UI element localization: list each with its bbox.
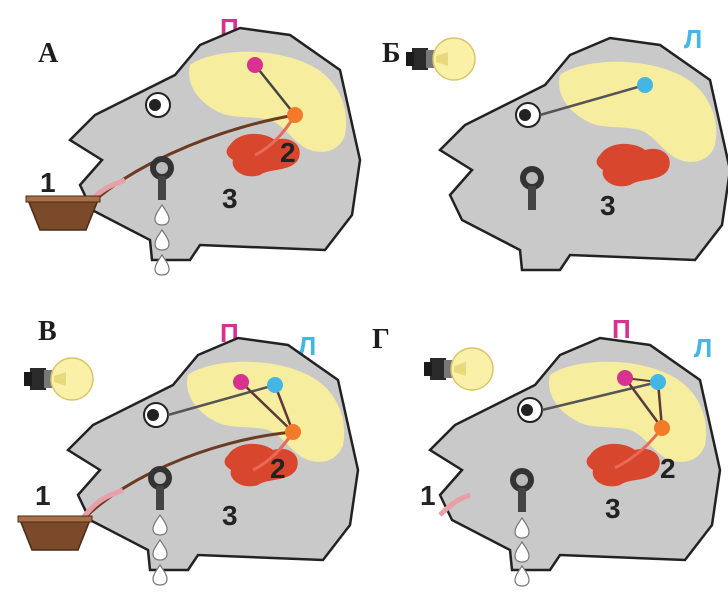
panel-b: Б Л 3 (382, 24, 728, 270)
center-salivation (287, 107, 303, 123)
label-1-v: 1 (35, 480, 51, 511)
center-p (247, 57, 263, 73)
light-bulb-icon (406, 38, 475, 80)
label-3-b: 3 (600, 190, 616, 221)
marker-l-g: Л (694, 333, 712, 363)
label-2-a: 2 (280, 137, 296, 168)
center-l (650, 374, 666, 390)
panel-letter-v: В (38, 316, 57, 347)
label-2-g: 2 (660, 453, 676, 484)
panel-letter-a: А (38, 38, 59, 69)
panel-letter-b: Б (382, 38, 401, 69)
panel-v: В П Л 1 2 3 (18, 316, 358, 585)
label-3-a: 3 (222, 183, 238, 214)
center-p (233, 374, 249, 390)
panel-letter-g: Г (372, 324, 390, 355)
food-bowl-icon (18, 516, 92, 550)
food-bowl-icon (26, 196, 100, 230)
label-2-v: 2 (270, 453, 286, 484)
label-1-a: 1 (40, 167, 56, 198)
light-bulb-icon (24, 358, 93, 400)
eye-icon (518, 398, 542, 422)
panel-g: Г П Л 1 2 3 (372, 314, 720, 586)
center-salivation (654, 420, 670, 436)
eye-icon (516, 103, 540, 127)
label-3-v: 3 (222, 500, 238, 531)
eye-icon (146, 93, 170, 117)
center-l (637, 77, 653, 93)
center-l (267, 377, 283, 393)
marker-l-b: Л (684, 24, 702, 54)
eye-icon (144, 403, 168, 427)
center-p (617, 370, 633, 386)
label-3-g: 3 (605, 493, 621, 524)
panel-a: А П 1 2 3 (26, 13, 360, 275)
center-salivation (285, 424, 301, 440)
label-1-g: 1 (420, 480, 436, 511)
light-bulb-icon (424, 348, 493, 390)
